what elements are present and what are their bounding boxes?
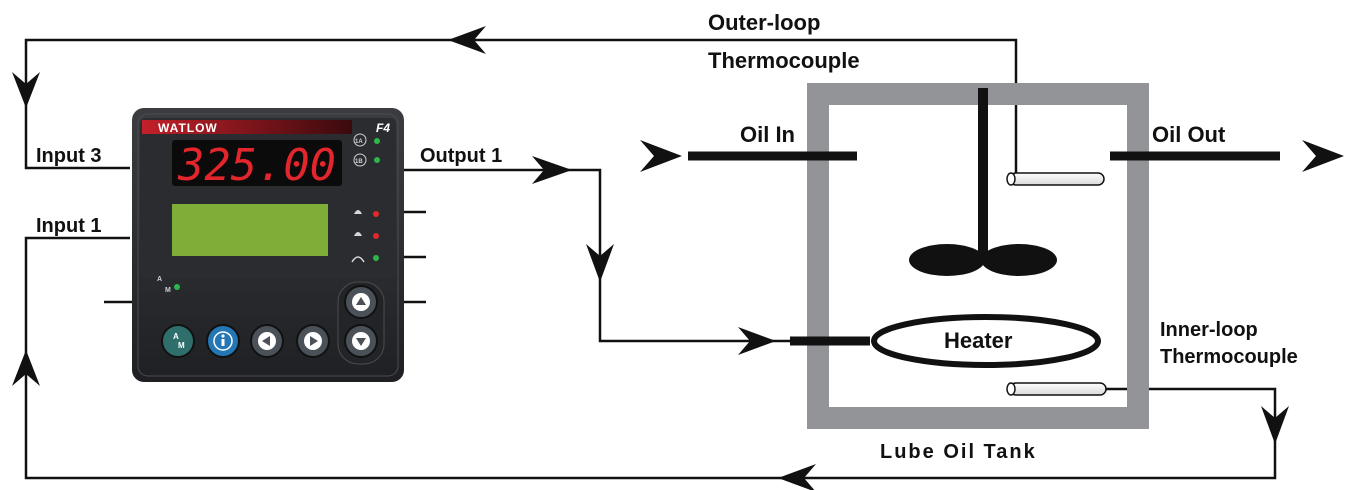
heater-arrow-right — [738, 327, 776, 355]
auto-manual-key[interactable]: A M — [161, 324, 195, 358]
oil-out-label: Oil Out — [1152, 122, 1226, 147]
inner-loop-thermocouple-probe — [1006, 382, 1107, 396]
am-indicator-label-m: M — [165, 287, 171, 294]
lcd-screen — [172, 204, 328, 256]
output1-wire — [402, 168, 790, 343]
auto-manual-key-label-a: A — [173, 332, 179, 341]
input3-label: Input 3 — [36, 145, 102, 167]
alarm-1-icon — [354, 210, 379, 217]
indicator-1a-label: 1A — [355, 139, 363, 145]
brand-label: WATLOW — [158, 121, 218, 135]
info-key[interactable] — [206, 324, 240, 358]
oil-out-arrow — [1302, 140, 1344, 172]
inner-loop-label-line2: Thermocouple — [1160, 346, 1298, 368]
process-display — [172, 140, 342, 186]
inner-loop-arrow-left — [778, 464, 816, 490]
auto-manual-key-label-m: M — [178, 341, 185, 350]
right-arrow-key[interactable] — [296, 324, 330, 358]
tank-label: Lube Oil Tank — [880, 441, 1037, 463]
down-arrow-key[interactable] — [344, 324, 378, 358]
outer-loop-arrow-down — [12, 72, 40, 108]
communications-icon — [351, 255, 379, 263]
left-arrow-key[interactable] — [250, 324, 284, 358]
oil-in-label: Oil In — [740, 122, 795, 147]
indicator-1b-led — [374, 157, 380, 163]
inner-loop-arrow-down — [1261, 406, 1289, 444]
alarm-2-icon — [354, 232, 379, 239]
input1-label: Input 1 — [36, 215, 102, 237]
controller-terminals — [104, 210, 426, 304]
oil-in-arrow — [640, 140, 682, 172]
am-indicator-led — [174, 284, 180, 290]
indicator-1a-led — [374, 138, 380, 144]
indicator-1b-label: 1B — [355, 159, 363, 165]
agitator — [909, 88, 1057, 276]
outer-loop-thermocouple-probe — [1006, 172, 1105, 186]
am-indicator-label-a: A — [157, 276, 162, 283]
inner-loop-wire — [24, 236, 1277, 480]
output1-arrow-down — [586, 244, 614, 282]
indicator-1b-badge — [353, 153, 367, 167]
outer-loop-arrow-left — [448, 26, 486, 54]
heater — [790, 314, 1101, 368]
watlow-f4-controller: WATLOW F4 325.00 1A 1B A M — [132, 108, 404, 382]
model-label: F4 — [376, 121, 390, 135]
process-value: 325.00 — [177, 140, 336, 191]
brand-bar — [142, 120, 352, 134]
outer-loop-label-line2: Thermocouple — [708, 48, 860, 73]
outer-loop-label-line1: Outer-loop — [708, 10, 820, 35]
output1-label: Output 1 — [420, 145, 502, 167]
up-arrow-key[interactable] — [344, 285, 378, 319]
inner-loop-label-line1: Inner-loop — [1160, 319, 1258, 341]
inner-loop-arrow-up — [12, 350, 40, 386]
output1-arrow-right — [532, 156, 572, 184]
heater-label: Heater — [944, 328, 1013, 353]
indicator-1a-badge — [353, 133, 367, 147]
